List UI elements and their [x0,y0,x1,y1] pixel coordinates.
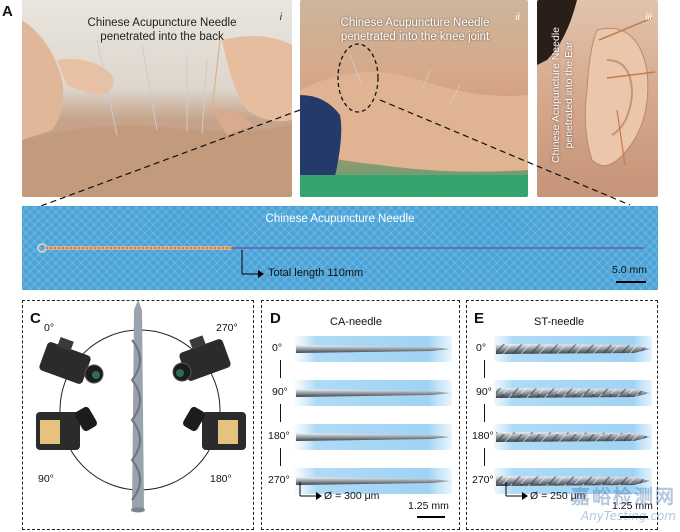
camera-setup-diagram [36,300,246,513]
panel-d-box [261,300,460,530]
panel-b-scale-bar [616,281,646,283]
panel-a-letter: A [2,3,13,20]
panel-e-divider-2 [484,404,485,422]
panel-c-angle-180: 180° [210,473,232,485]
panel-c-angle-270: 270° [216,322,238,334]
ca-needle-0 [292,336,452,362]
panel-b-scale-label: 5.0 mm [612,264,648,276]
panel-d-divider-2 [280,404,281,422]
photo-knee-acupuncture: Chinese Acupuncture Needle penetrated in… [300,0,528,197]
ca-needle-90 [292,380,452,406]
panel-a-to-b-connectors [29,99,631,211]
camera-270-icon [172,335,231,382]
panel-c-letter: C [30,310,41,327]
panel-d-letter: D [270,310,281,327]
panel-e-scale-label: 1.25 mm [612,500,653,512]
length-label: Total length 110mm [268,267,364,279]
photo-ii-caption-line2: penetrated into the knee joint [340,31,490,43]
panel-d-scale-label: 1.25 mm [408,500,449,512]
photo-iii-roman: iii [645,12,652,23]
panel-b-title: Chinese Acupuncture Needle [265,213,415,225]
panel-e-diameter-arrow [505,482,528,500]
st-needle-90 [494,380,652,406]
knee-photo-illustration [300,43,528,197]
photo-ii-roman: ii [515,12,520,23]
panel-d-scale-bar [417,516,445,518]
ca-needle-180 [292,424,452,450]
photo-ii-caption: Chinese Acupuncture Needle penetrated in… [320,16,510,44]
st-needle-0 [494,336,652,362]
camera-90-icon [36,406,97,450]
back-photo-illustration [22,20,292,197]
camera-0-icon [39,336,104,384]
st-needle-images [494,336,652,494]
panel-e-angle-0: 0° [476,342,487,354]
panel-e-letter: E [474,310,485,327]
panel-e-title: ST-needle [534,316,585,328]
panel-d-angle-180: 180° [268,430,290,442]
ear-photo-illustration [537,0,656,167]
ca-needle-270 [292,468,452,494]
panel-e-scale-bar [620,516,648,518]
st-needle-270 [494,468,652,494]
panel-d-title: CA-needle [330,316,382,328]
camera-180-icon [183,406,246,450]
panel-e-angle-180: 180° [472,430,494,442]
panel-d-diameter-label: Ø = 300 μm [324,490,380,502]
panel-c-angle-90: 90° [38,473,54,485]
panel-d-diameter-arrow [299,482,322,500]
photo-ear-acupuncture: Chinese Acupuncture Needle penetrated in… [537,0,658,197]
panel-d-angle-90: 90° [272,386,288,398]
panel-e-divider-3 [484,448,485,466]
photo-ii-caption-line1: Chinese Acupuncture Needle [340,17,490,29]
panel-d-angle-270: 270° [268,474,290,486]
panel-e-box [466,300,658,530]
photo-i-caption: Chinese Acupuncture Needle penetrated in… [62,16,262,44]
photo-i-caption-line2: penetrated into the back [100,31,224,43]
photo-i-caption-line1: Chinese Acupuncture Needle [87,17,237,29]
panel-e-diameter-label: Ø = 250 μm [530,490,586,502]
photo-i-roman: i [279,12,282,23]
ca-needle-images [292,336,452,494]
panel-e-divider-1 [484,360,485,378]
panel-d-angle-0: 0° [272,342,283,354]
panel-d-divider-3 [280,448,281,466]
full-needle-illustration [37,243,644,278]
panel-d-divider-1 [280,360,281,378]
st-needle-180 [494,424,652,450]
panel-e-angle-90: 90° [476,386,492,398]
needle-photo-panel: Chinese Acupuncture Needle Total length … [22,206,658,290]
panel-c-angle-0: 0° [44,322,55,334]
panel-e-angle-270: 270° [472,474,494,486]
photo-back-acupuncture: Chinese Acupuncture Needle penetrated in… [22,0,292,197]
